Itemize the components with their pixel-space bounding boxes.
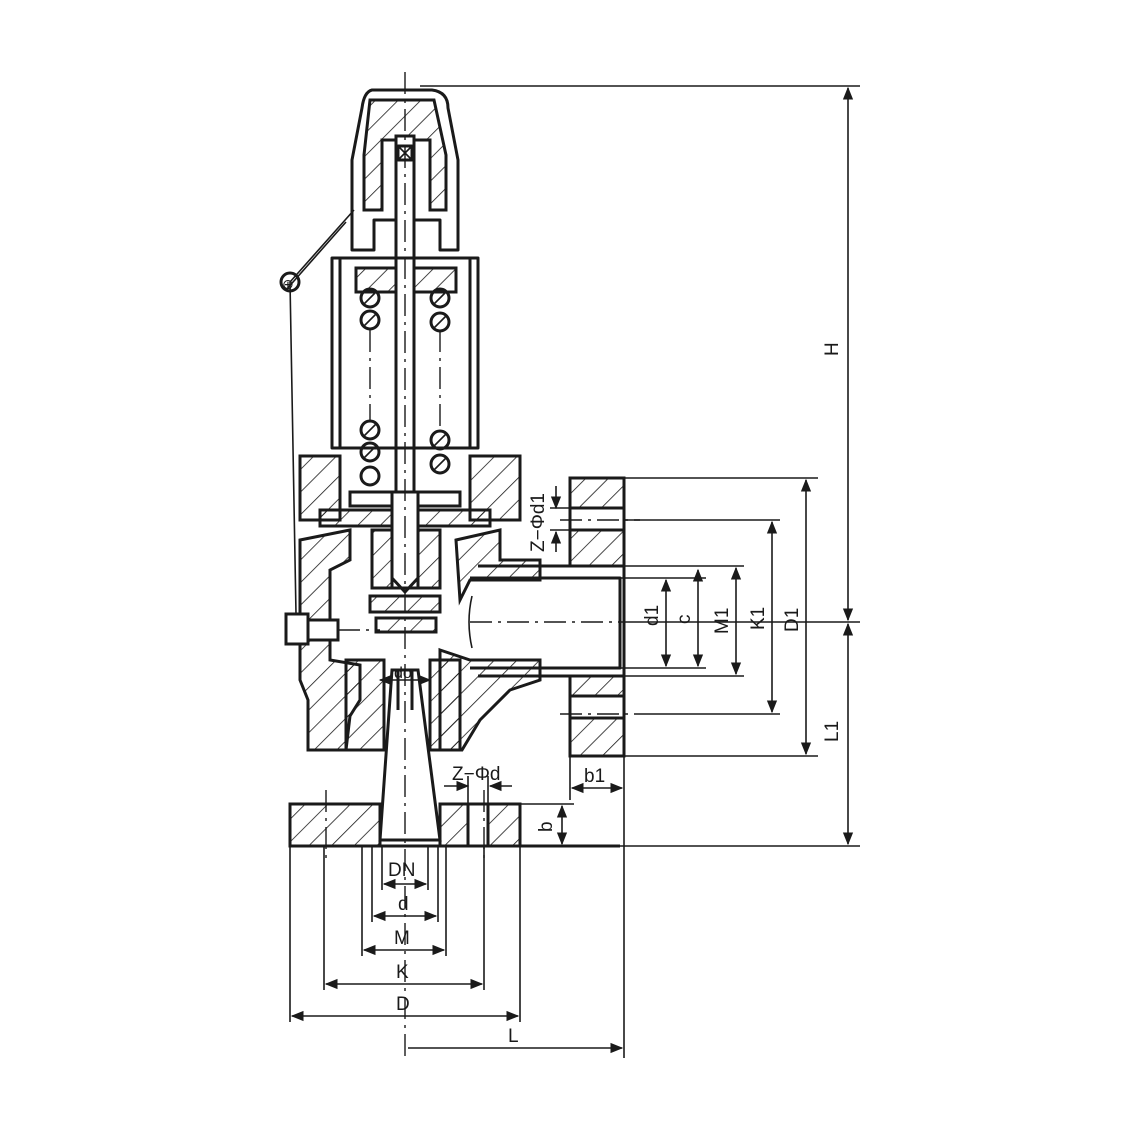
inlet-flange	[288, 802, 620, 848]
outlet-flange	[568, 476, 626, 758]
dim-K1-label: K1	[748, 607, 769, 630]
dim-K-label: K	[396, 962, 409, 983]
dim-D1-label: D1	[782, 608, 803, 632]
dim-M-label: M	[394, 928, 410, 949]
dim-L1-label: L1	[822, 721, 843, 742]
seal-symbol: ⊕	[282, 276, 294, 292]
dim-H-label: H	[822, 342, 843, 356]
dim-DN-label: DN	[388, 860, 415, 881]
dim-D-label: D	[396, 994, 410, 1015]
outlet-pipe	[470, 576, 622, 670]
valve-cap	[350, 88, 460, 252]
bonnet	[330, 256, 480, 450]
dimensions: H L1 D1 K1 M1 c d1 Z−Φd1 b1 do	[289, 85, 860, 1058]
dim-b-label: b	[536, 821, 557, 832]
dim-Z-d-label: Z−Φd	[452, 764, 500, 785]
dim-d1-label: d1	[642, 605, 663, 626]
dim-b1-label: b1	[584, 766, 605, 787]
dim-d-label: d	[398, 894, 409, 915]
dim-M1-label: M1	[712, 608, 733, 634]
dim-c-label: c	[674, 615, 695, 625]
dim-Z-d1-label: Z−Φd1	[528, 493, 549, 552]
valve-body: ⊕	[279, 88, 626, 848]
spring	[359, 287, 451, 487]
dim-L-label: L	[508, 1026, 519, 1047]
dim-do-label: do	[394, 665, 412, 682]
